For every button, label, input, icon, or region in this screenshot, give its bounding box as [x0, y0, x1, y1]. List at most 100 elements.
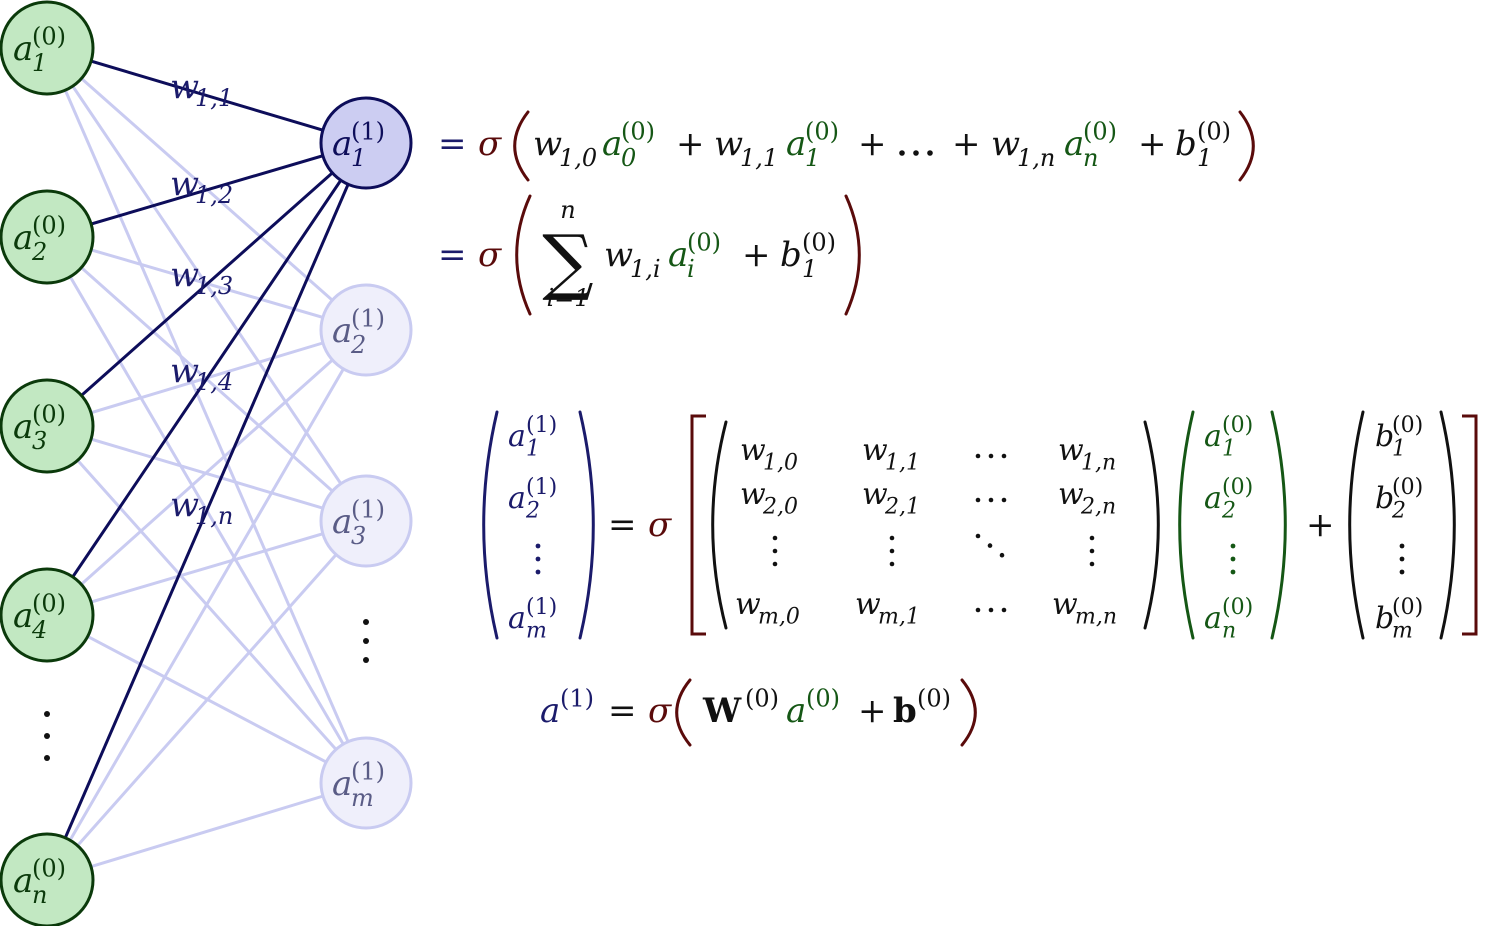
symbol-base: W [702, 691, 742, 731]
symbol-superscript: (0) [687, 228, 721, 256]
symbol-superscript: (0) [1392, 595, 1423, 620]
weight-labels: w1,1w1,2w1,3w1,4w1,n [170, 67, 233, 530]
input-neuron: a(0)4 [0, 567, 95, 663]
symbol-base: b [1175, 124, 1197, 164]
neuron-label: a(1)3 [332, 495, 385, 550]
paren-left-lhs [482, 410, 499, 640]
symbol-superscript: (0) [32, 854, 66, 882]
symbol-superscript: (0) [1222, 475, 1253, 500]
paren-left-b [1348, 410, 1365, 640]
neuron-label: a(0)3 [13, 400, 66, 455]
input-neuron: a(0)3 [0, 378, 95, 474]
bias-vector-entry: b(0)1 [1375, 413, 1423, 461]
symbol-base: w [740, 477, 766, 512]
weight-subscript: 1,1 [195, 84, 233, 112]
symbol-base: b [1375, 419, 1394, 454]
neuron-circle [0, 832, 95, 926]
activation-term: a(0)1 [786, 117, 839, 172]
symbol-superscript: (0) [1392, 413, 1423, 438]
symbol-subscript: 2 [350, 331, 366, 359]
symbol-subscript: 1 [1197, 144, 1212, 172]
symbol-base: b [780, 235, 802, 275]
input-neuron: a(0)1 [0, 0, 95, 96]
symbol-base: a [332, 502, 352, 542]
symbol-superscript: (0) [917, 684, 951, 712]
equals-sign: = [608, 691, 637, 731]
bias-vector-entry: b(0)2 [1375, 475, 1423, 523]
symbol-base: b [893, 691, 917, 731]
weight-subscript: 1,n [195, 502, 233, 530]
symbol-superscript: (0) [745, 684, 779, 712]
matrix-entry: w1,0 [740, 433, 798, 476]
symbol-base: a [668, 235, 688, 275]
weight-term: w1,0 [533, 124, 597, 172]
paren-right-b [1439, 410, 1456, 640]
symbol-superscript: (0) [32, 589, 66, 617]
neuron-circle [319, 474, 413, 568]
symbol-base: a [786, 124, 806, 164]
equals-sign: = [608, 505, 637, 545]
symbol-base: w [604, 235, 633, 275]
symbol-subscript: 1 [805, 144, 820, 172]
bias-term: b(0)1 [780, 228, 836, 283]
plus-sign: + [858, 691, 887, 731]
symbol-base: w [735, 587, 761, 622]
weight-subscript: 1,2 [195, 181, 233, 209]
symbol-subscript: 0 [621, 144, 636, 172]
symbol-base: a [1204, 601, 1222, 636]
matrix-entry: wm,1 [855, 587, 920, 630]
matrix-entry: w2,n [1058, 477, 1116, 520]
symbol-subscript: 1,1 [740, 144, 778, 172]
symbol-subscript: 2,0 [762, 495, 798, 520]
symbol-base: a [13, 218, 33, 258]
neuron-label: a(1)m [332, 757, 385, 812]
symbol-subscript: 2 [31, 238, 47, 266]
neuron-circle [319, 283, 413, 377]
symbol-superscript: (0) [32, 400, 66, 428]
activation-term: a(0)n [1064, 117, 1117, 172]
symbol-base: w [1052, 587, 1078, 622]
symbol-base: a [1064, 124, 1084, 164]
summation-sign: ∑ [542, 219, 593, 303]
symbol-subscript: 1,0 [763, 451, 798, 476]
symbol-base: a [13, 407, 33, 447]
activation-term: a(0)0 [602, 117, 655, 172]
neuron-circle [0, 189, 95, 285]
sigma-symbol: σ [478, 235, 502, 275]
symbol-base: b [1375, 601, 1394, 636]
weight-label: w1,2 [170, 164, 233, 209]
output-vector: a(1) [540, 684, 594, 731]
symbol-subscript: m,n [1075, 605, 1117, 630]
equals-sign: = [438, 235, 467, 275]
symbol-subscript: 1 [351, 144, 366, 172]
edge-active [45, 142, 368, 881]
symbol-superscript: (1) [351, 757, 385, 785]
weight-label: w1,n [170, 485, 233, 530]
activation-term: a(0)i [668, 228, 721, 283]
symbol-subscript: n [1083, 144, 1098, 172]
edge-light [45, 47, 368, 784]
lhs-entry: a(1)m [508, 595, 557, 643]
symbol-superscript: (1) [526, 475, 557, 500]
weight-base: w [170, 164, 199, 204]
paren-left-W [711, 420, 728, 630]
symbol-base: w [855, 587, 881, 622]
symbol-subscript: 2 [1221, 499, 1236, 524]
paren-left-a [1178, 410, 1195, 640]
symbol-subscript: 1,n [1081, 451, 1116, 476]
matrix-entry: w1,n [1058, 433, 1116, 476]
symbol-superscript: (1) [351, 304, 385, 332]
network-nodes: a(0)1a(0)2a(0)3a(0)4a(0)na(1)1a(1)2a(1)3… [0, 0, 413, 926]
neuron-label: a(0)2 [13, 211, 66, 266]
input-neuron: a(0)2 [0, 189, 95, 285]
symbol-base: a [602, 124, 622, 164]
weight-base: w [170, 255, 199, 295]
plus-sign: + [1138, 124, 1167, 164]
edge-active [45, 142, 368, 616]
edge-active [46, 141, 367, 239]
symbol-base: a [332, 764, 352, 804]
bias-vector: b(0) [893, 684, 951, 731]
symbol-subscript: m [1392, 619, 1413, 644]
symbol-base: w [1058, 433, 1084, 468]
